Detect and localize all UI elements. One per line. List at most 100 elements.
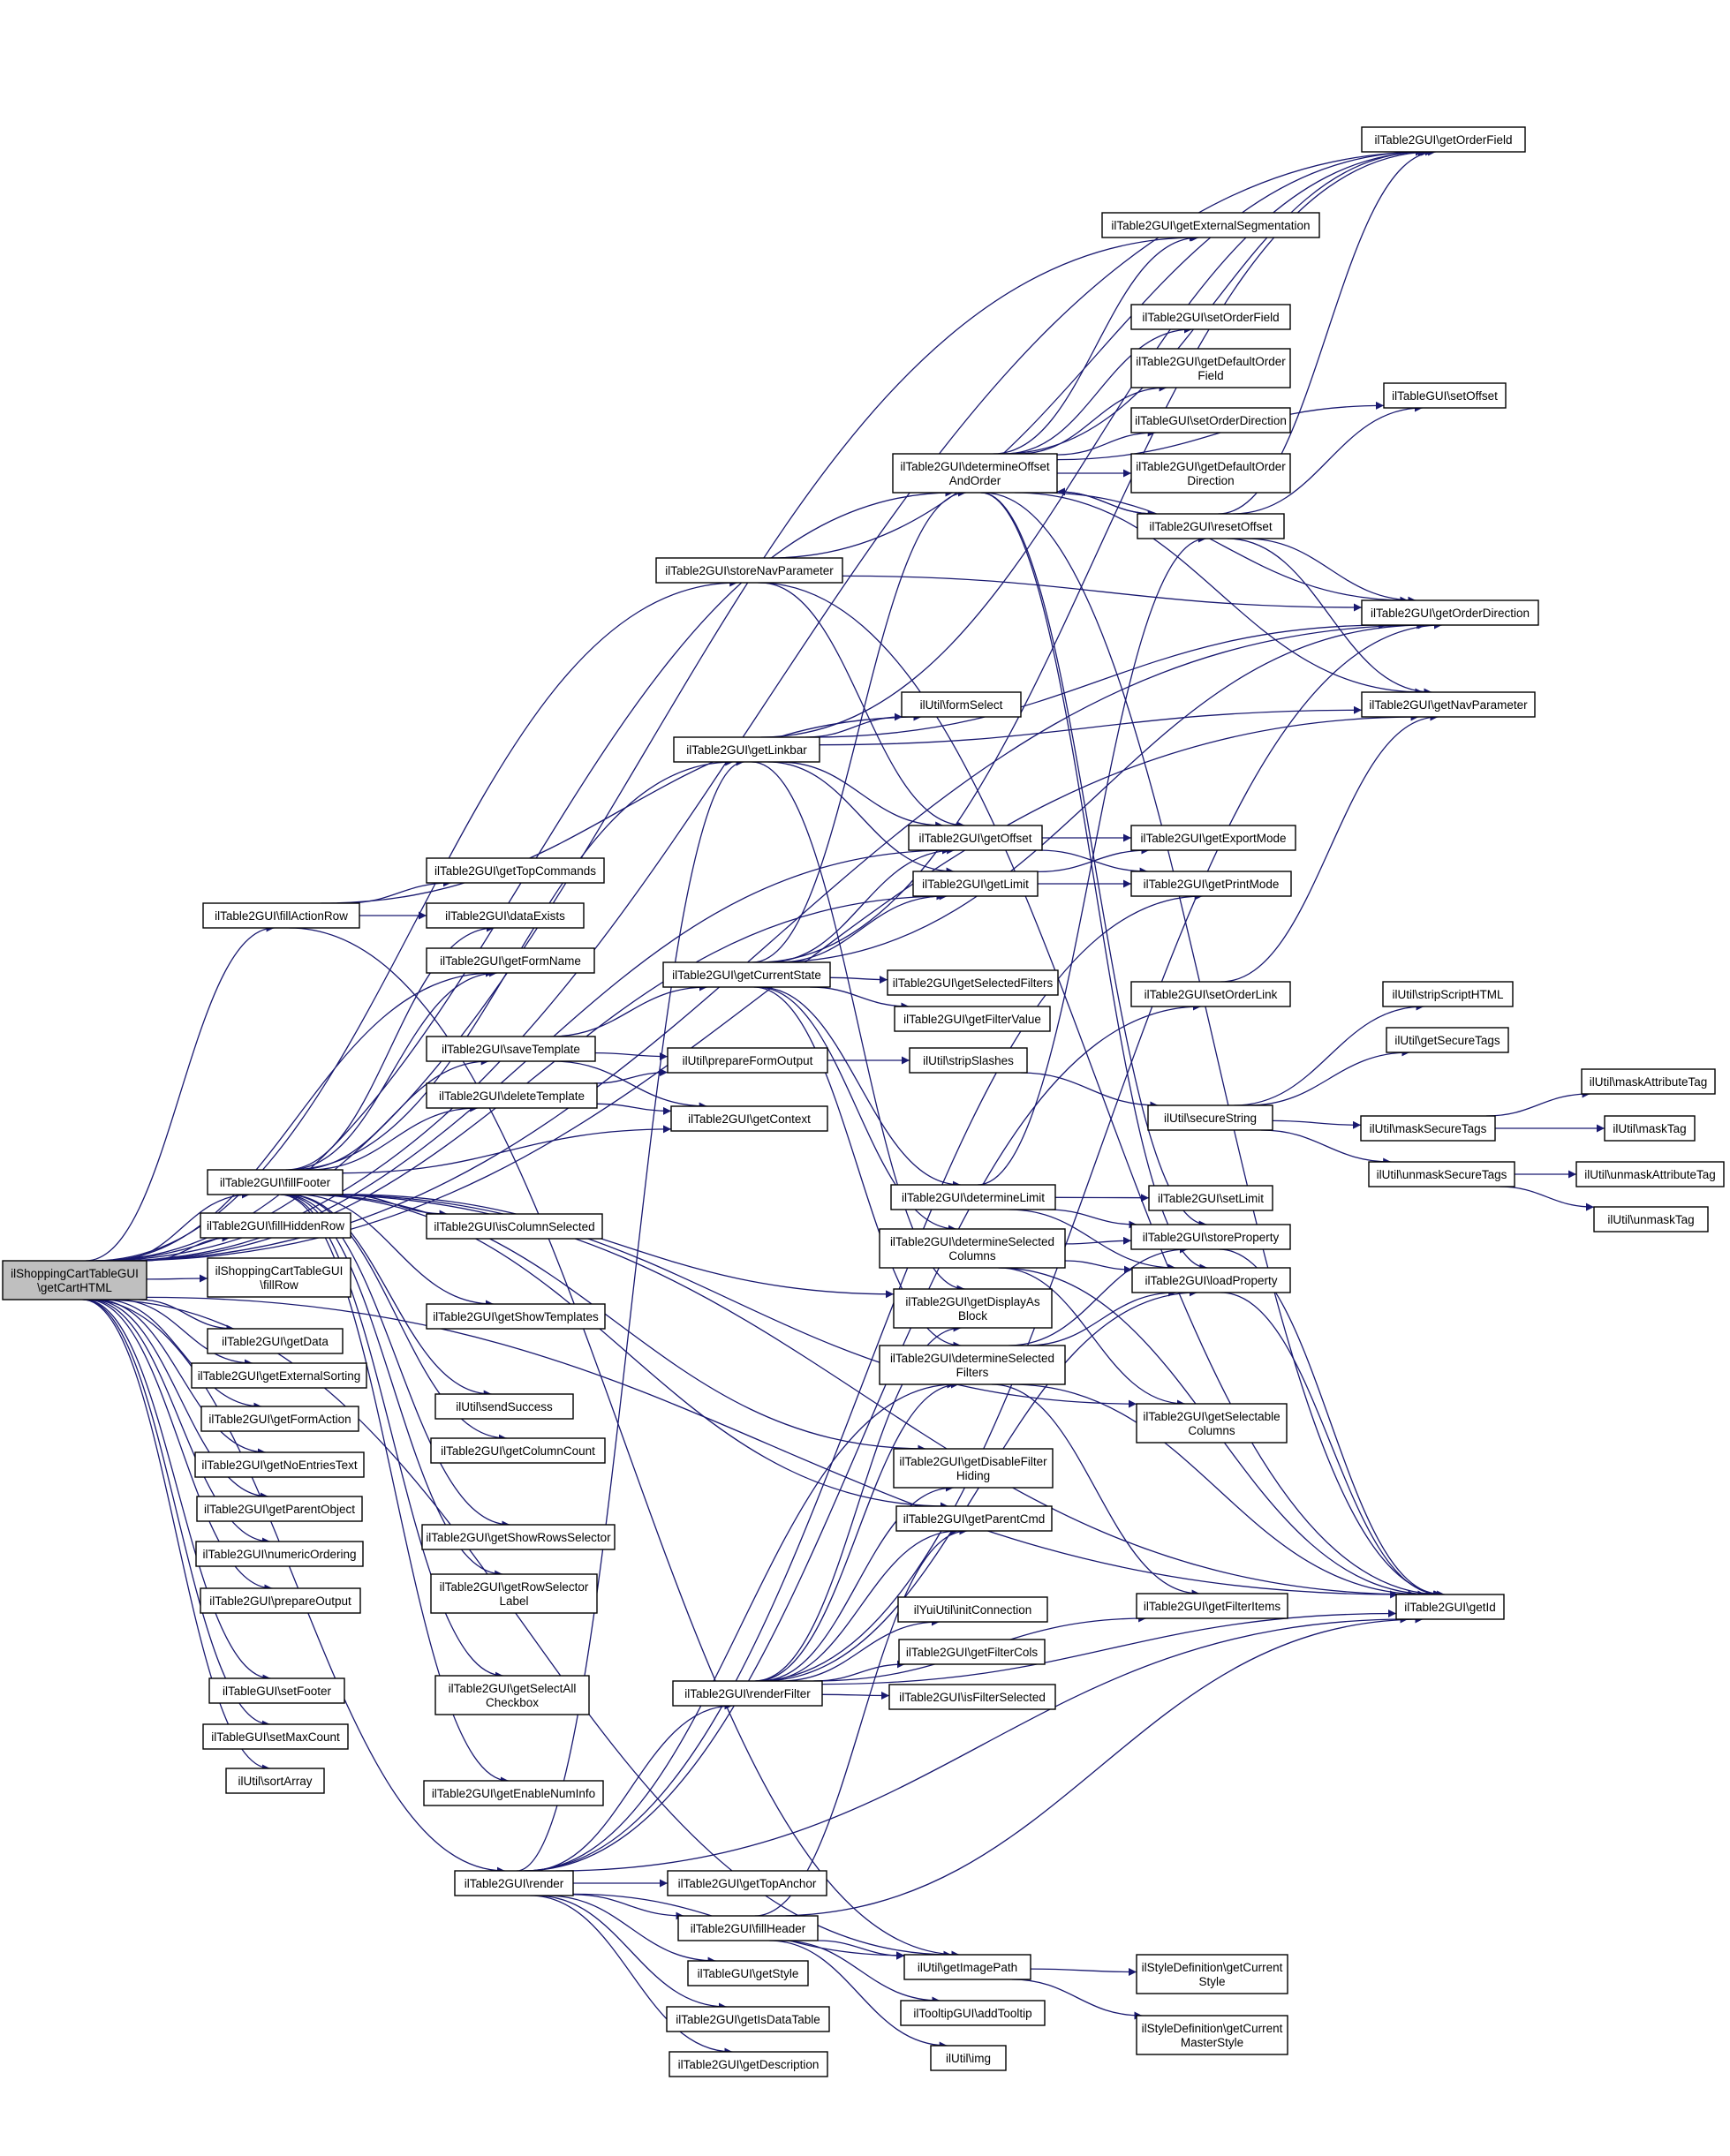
node-unmask-secure-tags[interactable]: ilUtil\unmaskSecureTags xyxy=(1368,1161,1515,1187)
node-send-success[interactable]: ilUtil\sendSuccess xyxy=(434,1393,574,1420)
node-mask-tag[interactable]: ilUtil\maskTag xyxy=(1604,1115,1696,1142)
node-get-filter-cols[interactable]: ilTable2GUI\getFilterCols xyxy=(898,1639,1046,1665)
node-store-property[interactable]: ilTable2GUI\storeProperty xyxy=(1130,1224,1291,1250)
node-secure-string[interactable]: ilUtil\secureString xyxy=(1147,1104,1273,1131)
node-unmask-tag[interactable]: ilUtil\unmaskTag xyxy=(1593,1206,1709,1233)
node-set-max-count[interactable]: ilTableGUI\setMaxCount xyxy=(202,1723,349,1750)
node-get-external-segmentation[interactable]: ilTable2GUI\getExternalSegmentation xyxy=(1101,212,1320,238)
node-get-export-mode[interactable]: ilTable2GUI\getExportMode xyxy=(1130,825,1296,851)
node-fill-hidden-row[interactable]: ilTable2GUI\fillHiddenRow xyxy=(200,1212,351,1239)
node-get-show-templates[interactable]: ilTable2GUI\getShowTemplates xyxy=(426,1303,606,1330)
node-get-filter-value[interactable]: ilTable2GUI\getFilterValue xyxy=(894,1006,1051,1032)
node-get-current-state[interactable]: ilTable2GUI\getCurrentState xyxy=(662,961,831,988)
node-get-description[interactable]: ilTable2GUI\getDescription xyxy=(669,2051,828,2077)
node-get-nav-parameter[interactable]: ilTable2GUI\getNavParameter xyxy=(1361,691,1536,718)
node-img[interactable]: ilUtil\img xyxy=(930,2045,1007,2071)
node-root[interactable]: ilShoppingCartTableGUI\getCartHTML xyxy=(2,1260,147,1300)
node-get-print-mode[interactable]: ilTable2GUI\getPrintMode xyxy=(1130,871,1292,897)
node-fill-action-row[interactable]: ilTable2GUI\fillActionRow xyxy=(202,902,360,929)
node-delete-template[interactable]: ilTable2GUI\deleteTemplate xyxy=(426,1082,598,1109)
node-get-id[interactable]: ilTable2GUI\getId xyxy=(1395,1594,1505,1620)
node-get-order-direction[interactable]: ilTable2GUI\getOrderDirection xyxy=(1361,599,1539,626)
node-get-filter-items[interactable]: ilTable2GUI\getFilterItems xyxy=(1136,1593,1288,1619)
node-strip-script-html[interactable]: ilUtil\stripScriptHTML xyxy=(1382,981,1514,1007)
node-set-limit[interactable]: ilTable2GUI\setLimit xyxy=(1148,1185,1273,1211)
node-is-column-selected[interactable]: ilTable2GUI\isColumnSelected xyxy=(426,1213,603,1240)
node-add-tooltip[interactable]: ilTooltipGUI\addTooltip xyxy=(900,2000,1046,2026)
edge-line xyxy=(983,492,1446,1599)
node-get-secure-tags[interactable]: ilUtil\getSecureTags xyxy=(1386,1027,1509,1053)
node-mask-attribute-tag[interactable]: ilUtil\maskAttributeTag xyxy=(1581,1068,1716,1095)
node-box xyxy=(1361,599,1539,626)
node-mask-secure-tags[interactable]: ilUtil\maskSecureTags xyxy=(1360,1115,1496,1142)
node-is-filter-selected[interactable]: ilTable2GUI\isFilterSelected xyxy=(888,1684,1056,1710)
node-get-enable-num-info[interactable]: ilTable2GUI\getEnableNumInfo xyxy=(423,1780,604,1806)
node-load-property[interactable]: ilTable2GUI\loadProperty xyxy=(1131,1267,1291,1293)
node-get-order-field[interactable]: ilTable2GUI\getOrderField xyxy=(1361,126,1526,153)
node-get-image-path[interactable]: ilUtil\getImagePath xyxy=(903,1954,1031,1980)
node-render-filter[interactable]: ilTable2GUI\renderFilter xyxy=(672,1680,823,1707)
node-numeric-ordering[interactable]: ilTable2GUI\numericOrdering xyxy=(195,1541,364,1567)
node-form-select[interactable]: ilUtil\formSelect xyxy=(901,691,1022,718)
node-prepare-output[interactable]: ilTable2GUI\prepareOutput xyxy=(200,1587,361,1614)
node-get-linkbar[interactable]: ilTable2GUI\getLinkbar xyxy=(673,736,820,763)
node-strip-slashes[interactable]: ilUtil\stripSlashes xyxy=(909,1047,1028,1074)
node-get-top-commands[interactable]: ilTable2GUI\getTopCommands xyxy=(426,857,605,884)
node-data-exists[interactable]: ilTable2GUI\dataExists xyxy=(426,902,585,929)
node-unmask-attribute-tag[interactable]: ilUtil\unmaskAttributeTag xyxy=(1575,1161,1725,1187)
node-get-no-entries-text[interactable]: ilTable2GUI\getNoEntriesText xyxy=(194,1451,365,1478)
node-render[interactable]: ilTable2GUI\render xyxy=(454,1870,574,1896)
node-save-template[interactable]: ilTable2GUI\saveTemplate xyxy=(426,1036,596,1062)
node-get-show-rows-selector[interactable]: ilTable2GUI\getShowRowsSelector xyxy=(421,1524,616,1550)
node-get-selected-filters[interactable]: ilTable2GUI\getSelectedFilters xyxy=(887,969,1059,996)
edge-line xyxy=(88,1299,505,1875)
node-get-external-sorting[interactable]: ilTable2GUI\getExternalSorting xyxy=(191,1362,367,1389)
node-get-form-action[interactable]: ilTable2GUI\getFormAction xyxy=(200,1406,359,1432)
node-get-top-anchor[interactable]: ilTable2GUI\getTopAnchor xyxy=(667,1870,827,1896)
node-fill-row[interactable]: ilShoppingCartTableGUI\fillRow xyxy=(207,1257,351,1298)
node-get-form-name[interactable]: ilTable2GUI\getFormName xyxy=(426,947,595,974)
node-get-is-data-table[interactable]: ilTable2GUI\getIsDataTable xyxy=(666,2006,830,2032)
node-label: ilTable2GUI\numericOrdering xyxy=(202,1548,356,1561)
node-set-order-field[interactable]: ilTable2GUI\setOrderField xyxy=(1130,304,1291,330)
node-label: ilTable2GUI\getTopAnchor xyxy=(678,1877,817,1890)
node-get-offset[interactable]: ilTable2GUI\getOffset xyxy=(908,825,1043,851)
node-set-footer[interactable]: ilTableGUI\setFooter xyxy=(208,1677,345,1704)
node-get-context[interactable]: ilTable2GUI\getContext xyxy=(670,1105,828,1132)
edge-line xyxy=(529,1701,733,1872)
node-t-set-offset[interactable]: ilTableGUI\setOffset xyxy=(1383,382,1507,409)
node-get-style[interactable]: ilTableGUI\getStyle xyxy=(687,1960,809,1986)
node-set-order-direction[interactable]: ilTableGUI\setOrderDirection xyxy=(1130,407,1291,433)
node-get-parent-object[interactable]: ilTable2GUI\getParentObject xyxy=(196,1496,363,1522)
node-prepare-form-output[interactable]: ilUtil\prepareFormOutput xyxy=(667,1047,828,1074)
node-set-order-link[interactable]: ilTable2GUI\setOrderLink xyxy=(1130,981,1291,1007)
node-get-data[interactable]: ilTable2GUI\getData xyxy=(207,1328,344,1354)
node-determine-limit[interactable]: ilTable2GUI\determineLimit xyxy=(890,1184,1056,1210)
node-fill-header[interactable]: ilTable2GUI\fillHeader xyxy=(677,1915,819,1941)
edge-line xyxy=(1008,1245,1188,1346)
node-sort-array[interactable]: ilUtil\sortArray xyxy=(225,1768,325,1794)
edge-getCurrentState-to-getFilterValue xyxy=(809,986,910,1011)
node-label: ilTable2GUI\getDefaultOrder xyxy=(1136,460,1286,473)
node-init-connection[interactable]: ilYuiUtil\initConnection xyxy=(897,1596,1048,1623)
node-get-limit[interactable]: ilTable2GUI\getLimit xyxy=(912,871,1039,897)
node-get-parent-cmd[interactable]: ilTable2GUI\getParentCmd xyxy=(895,1505,1053,1532)
node-store-nav-parameter[interactable]: ilTable2GUI\storeNavParameter xyxy=(655,557,843,584)
node-label: ilStyleDefinition\getCurrent xyxy=(1142,1961,1283,1974)
node-reset-offset[interactable]: ilTable2GUI\resetOffset xyxy=(1137,513,1285,539)
node-get-column-count[interactable]: ilTable2GUI\getColumnCount xyxy=(430,1437,606,1464)
edge-line xyxy=(980,492,1208,1272)
node-fill-footer[interactable]: ilTable2GUI\fillFooter xyxy=(207,1169,344,1195)
